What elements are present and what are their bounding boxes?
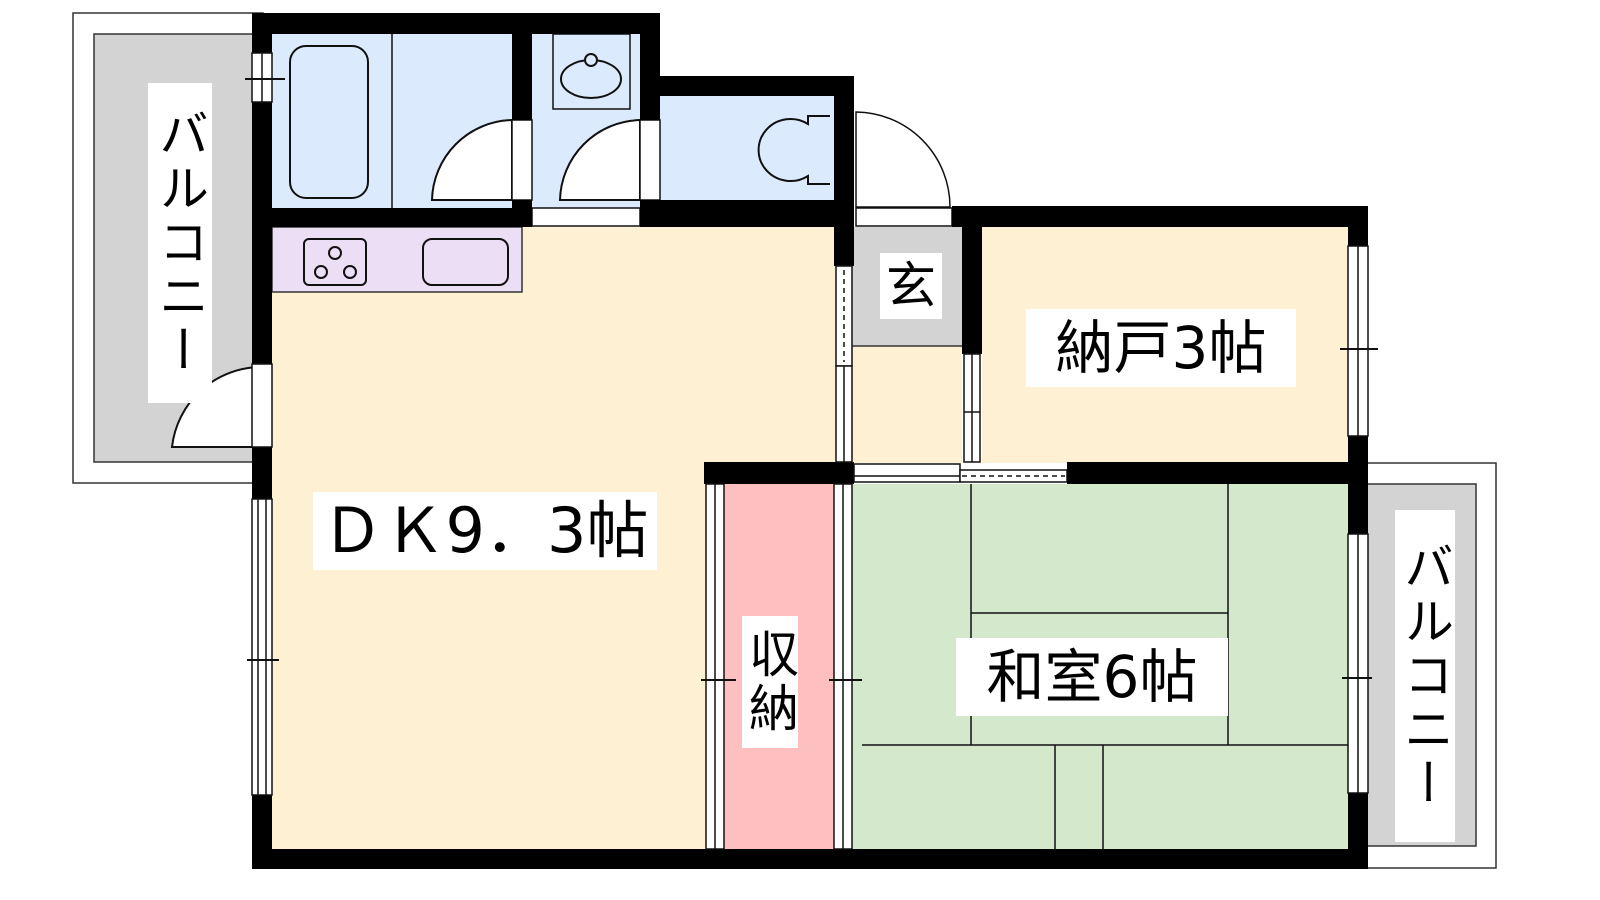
- toilet-floor: [660, 96, 836, 208]
- room-label-balcony-right: バルコニー: [1395, 510, 1455, 842]
- room-label-shuno: 収納: [741, 616, 799, 748]
- toilet-icon: [757, 115, 830, 185]
- bath-door-icon: [430, 118, 513, 201]
- room-label-balcony-left: バルコニー: [148, 83, 212, 403]
- room-label-nando: 納戸3帖: [1026, 309, 1296, 387]
- bathtub-icon: [289, 34, 393, 208]
- sink-icon: [422, 238, 509, 286]
- room-label-genkan: 玄: [880, 253, 942, 319]
- room-label-washitsu: 和室6帖: [956, 638, 1228, 716]
- gas-stove-icon: [303, 238, 367, 286]
- walls: [252, 13, 1368, 869]
- entrance-door-icon: [855, 111, 951, 208]
- room-label-dk: ＤＫ9．3帖: [313, 492, 657, 570]
- kitchen-counter: [271, 226, 523, 293]
- washroom-door-icon: [558, 118, 641, 201]
- tatami-lines: [862, 484, 1348, 849]
- windows: [245, 52, 1378, 850]
- floors: [272, 34, 1348, 849]
